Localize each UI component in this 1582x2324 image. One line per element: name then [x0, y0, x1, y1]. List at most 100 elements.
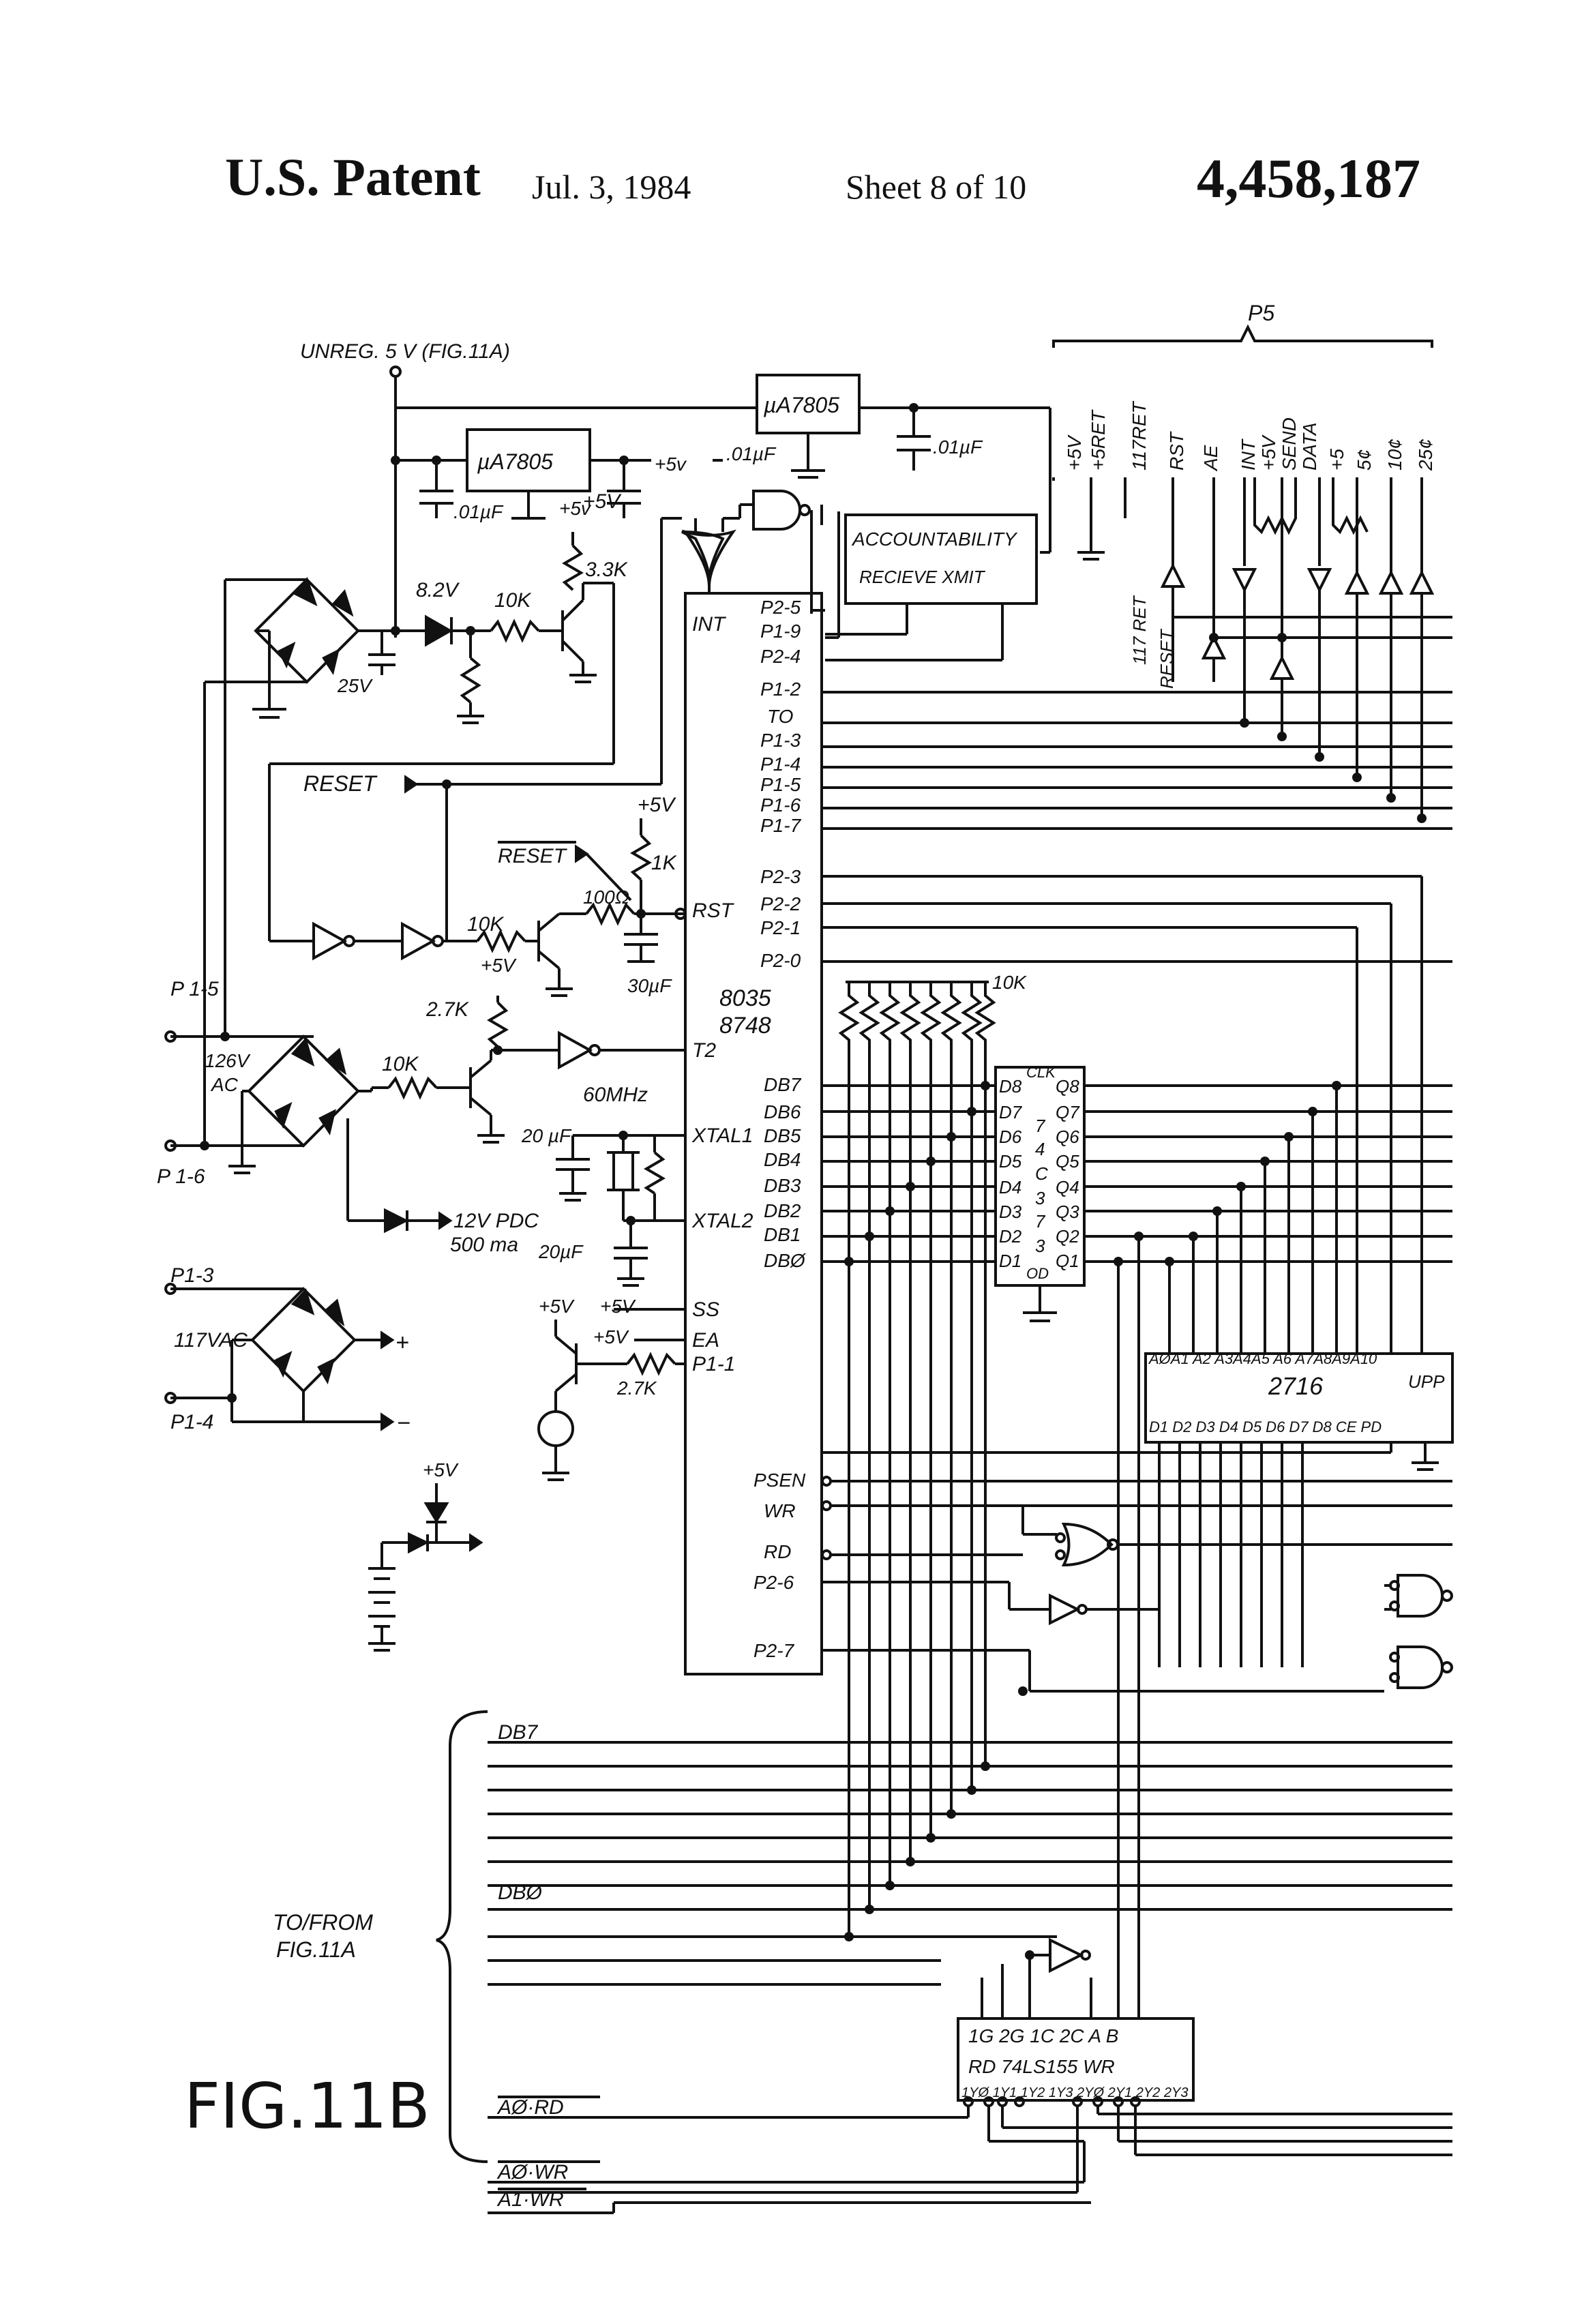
eprom-address-label: AØA1 A2 A3A4A5 A6 A7A8A9A10	[1148, 1350, 1377, 1367]
p27-label: P2-7	[753, 1640, 795, 1661]
r10k-label-b: 10K	[467, 913, 505, 936]
ac-label: AC	[210, 1074, 239, 1095]
unreg-terminal	[389, 366, 402, 378]
r10k-pack-label: 10K	[992, 972, 1027, 993]
pin-label-p21: P2-1	[760, 917, 801, 938]
data-buffer	[1307, 568, 1332, 593]
and-gate-top	[752, 490, 801, 531]
v117ac-label: 117VAC	[174, 1329, 248, 1352]
v25-label: 25V	[337, 675, 373, 696]
data-bus-lines	[822, 1084, 1452, 1263]
a0wr-label: AØ·WR	[496, 2161, 568, 2184]
svg-text:Q3: Q3	[1056, 1202, 1079, 1222]
p5-pin-labels: +5V +5RET 117RET RST AE INT +5V SEND DAT…	[1064, 400, 1436, 472]
pin-label-p23: P2-3	[760, 866, 801, 887]
eprom-data-label: D1 D2 D3 D4 D5 D6 D7 D8 CE PD	[1149, 1418, 1382, 1435]
cap-label-2: .01µF	[933, 436, 983, 458]
svg-text:D3: D3	[999, 1202, 1022, 1222]
pin-label-db2: DB2	[764, 1200, 801, 1221]
p14-label: P1-4	[170, 1411, 213, 1433]
pin-label-p19: P1-9	[760, 621, 801, 642]
c20a-label: 20 µF	[521, 1125, 572, 1146]
plus5v-label-d: +5V	[481, 955, 517, 976]
pin-label-p22: P2-2	[760, 893, 801, 914]
pullup-resistor-pack	[838, 982, 996, 1064]
c20b-label: 20µF	[538, 1241, 584, 1262]
patent-number: 4,458,187	[1197, 147, 1420, 209]
plus5v-label-g: +5V	[600, 1296, 636, 1317]
p5-pin-117ret: 117RET	[1129, 400, 1150, 471]
plus5v-label-c: +5V	[583, 490, 622, 513]
reset-label: RESET	[303, 771, 378, 796]
pin-label-p17: P1-7	[760, 815, 802, 836]
tofrom-label-2: FIG.11A	[276, 1937, 356, 1962]
zener-label: 8.2V	[416, 579, 460, 601]
plus-label: +	[395, 1330, 409, 1356]
p15-label: P 1-5	[170, 978, 219, 1000]
svg-text:Q8: Q8	[1056, 1076, 1079, 1097]
reset-inverter-2	[401, 921, 436, 961]
plus5v-label-h: +5V	[593, 1326, 629, 1347]
p5-label: P5	[1248, 301, 1274, 325]
svg-text:D4: D4	[999, 1177, 1021, 1197]
decoder-top-label: 1G 2G 1C 2C A B	[968, 2025, 1118, 2046]
reset-n2-label: RESET	[1156, 628, 1177, 689]
pin-label-db1: DB1	[764, 1224, 801, 1245]
plus5v-label-i: +5V	[423, 1459, 459, 1480]
decoder-mid-label: RD 74LS155 WR	[968, 2056, 1115, 2077]
svg-text:Q6: Q6	[1056, 1127, 1079, 1147]
port-pin-labels: P2-5 P1-9 P2-4 P1-2 TO P1-3 P1-4 P1-5 P1…	[760, 597, 802, 971]
receive-xmit-label: RECIEVE XMIT	[859, 567, 986, 587]
pin-label-p25: P2-5	[760, 597, 801, 618]
rst-pin-label: RST	[692, 899, 735, 922]
eprom-upp-label: UPP	[1408, 1371, 1445, 1392]
coin5-buffer	[1344, 569, 1370, 595]
eprom-label: 2716	[1268, 1372, 1324, 1400]
xtal2-label: XTAL2	[691, 1210, 753, 1232]
figure-label: FIG.11B	[184, 2070, 430, 2143]
p26-inverter	[1049, 1593, 1081, 1626]
nand-gate-1	[1397, 1574, 1444, 1618]
svg-text:D6: D6	[999, 1127, 1022, 1147]
r1k-label: 1K	[651, 852, 678, 874]
ma500-label: 500 ma	[450, 1234, 518, 1256]
pin-label-db6: DB6	[764, 1101, 801, 1122]
svg-text:Q5: Q5	[1056, 1151, 1079, 1172]
p11-pin-label: P1-1	[692, 1353, 735, 1375]
pin-label-p20: P2-0	[760, 950, 801, 971]
int-buffer	[1232, 568, 1257, 593]
svg-text:D5: D5	[999, 1151, 1022, 1172]
patent-label: U.S. Patent	[225, 147, 481, 207]
r2k7-label-a: 2.7K	[426, 998, 470, 1021]
unreg-label: UNREG. 5 V (FIG.11A)	[300, 340, 510, 363]
db7-bus-label: DB7	[498, 1721, 539, 1744]
p5-pin-int: INT	[1238, 438, 1259, 471]
plus5v-label-a: +5v	[655, 453, 687, 475]
p5-pin-5v-b: +5V	[1258, 434, 1279, 471]
accountability-label: ACCOUNTABILITY	[851, 528, 1018, 550]
mhz-label: 60MHz	[583, 1084, 648, 1106]
svg-text:4: 4	[1035, 1139, 1045, 1159]
pin-label-p24: P2-4	[760, 646, 801, 667]
int-pin-label: INT	[692, 613, 727, 636]
p16-label: P 1-6	[157, 1165, 205, 1188]
r3k3-label: 3.3K	[585, 558, 629, 581]
pin-label-p14: P1-4	[760, 754, 801, 775]
r2k7-label-b: 2.7K	[616, 1377, 657, 1399]
pin-label-db0: DBØ	[764, 1250, 807, 1271]
p5-pin-5ret: +5RET	[1088, 409, 1109, 471]
r10k-label-c: 10K	[382, 1053, 419, 1075]
eprom-2716	[1144, 1352, 1454, 1444]
svg-text:D2: D2	[999, 1226, 1022, 1247]
led-indicator	[423, 1502, 449, 1523]
cpu-label-2: 8748	[719, 1013, 771, 1039]
ss-pin-label: SS	[692, 1298, 719, 1321]
rd-wr-or-gate	[1061, 1522, 1114, 1567]
tofrom-label-1: TO/FROM	[273, 1910, 373, 1935]
latch-clk-label: CLK	[1026, 1064, 1056, 1081]
pin-label-db4: DB4	[764, 1149, 801, 1170]
pin-label-t0: TO	[767, 706, 793, 727]
svg-text:3: 3	[1035, 1188, 1045, 1208]
